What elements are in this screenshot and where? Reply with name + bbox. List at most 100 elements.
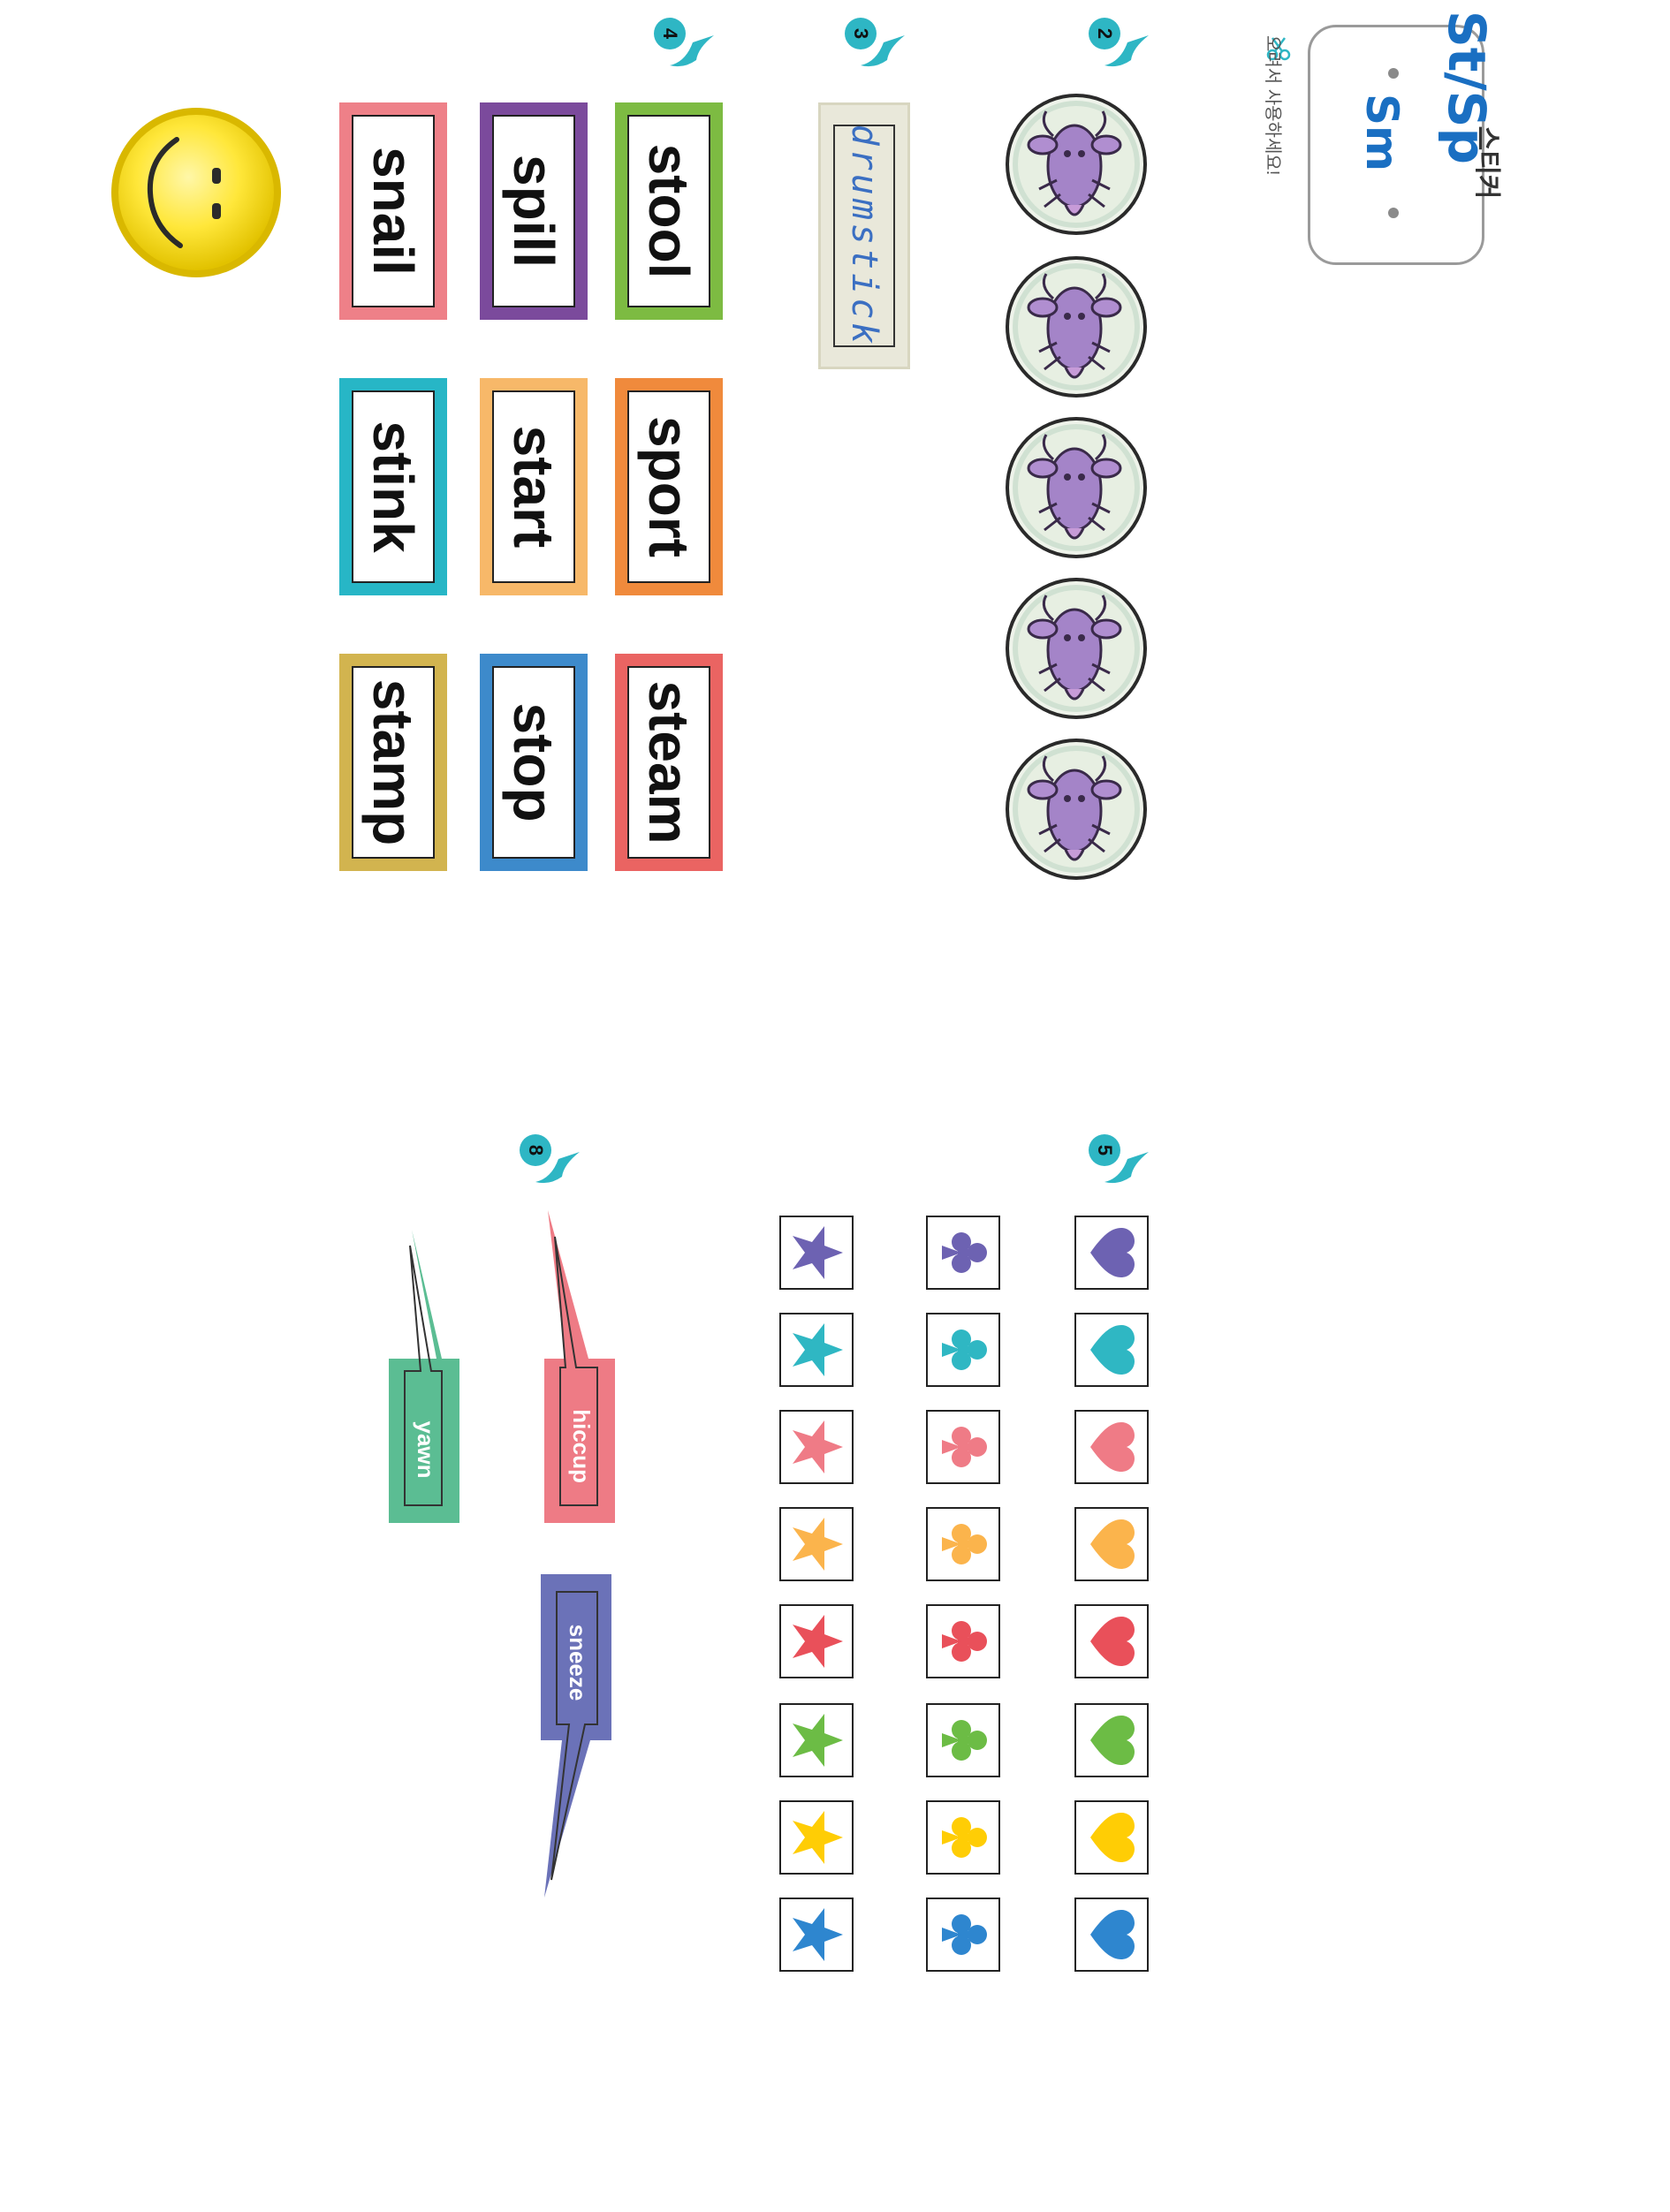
page-title: St/Sp	[1437, 11, 1497, 164]
word-label: stop	[502, 702, 566, 822]
club-sticker[interactable]	[926, 1313, 1000, 1387]
wave-icon	[861, 35, 905, 67]
heart-icon	[1090, 1910, 1135, 1959]
wave-icon	[535, 1152, 580, 1184]
section-marker-4: 4	[654, 18, 714, 67]
club-sticker[interactable]	[926, 1604, 1000, 1678]
star-sticker[interactable]	[779, 1216, 854, 1290]
hiccup-bubble[interactable]	[544, 1210, 615, 1523]
heart-sticker[interactable]	[1074, 1703, 1149, 1777]
word-label: stink	[361, 420, 425, 553]
speech-bubbles	[389, 1210, 615, 1898]
section-marker-2: 2	[1089, 18, 1149, 67]
word-label: stamp	[361, 678, 425, 846]
crawfish-stamp[interactable]	[1004, 254, 1149, 399]
crawfish-stamp[interactable]	[1004, 576, 1149, 721]
wave-icon	[670, 35, 714, 67]
crawfish-stamp[interactable]	[1004, 92, 1149, 237]
tag-dot	[1388, 68, 1399, 79]
heart-sticker[interactable]	[1074, 1898, 1149, 1972]
word-card-frame: stamp	[352, 666, 435, 859]
club-icon	[942, 1914, 987, 1955]
star-icon	[793, 1518, 843, 1571]
star-sticker[interactable]	[779, 1507, 854, 1581]
heart-sticker[interactable]	[1074, 1604, 1149, 1678]
sticker-tag	[1308, 25, 1484, 265]
word-label: spill	[502, 154, 566, 269]
sneeze-label: sneeze	[565, 1624, 591, 1701]
star-icon	[793, 1226, 843, 1279]
club-sticker[interactable]	[926, 1800, 1000, 1875]
wave-icon	[1104, 35, 1149, 67]
scissors-icon	[1266, 37, 1291, 61]
marker-number: 4	[654, 18, 686, 49]
section-marker-5: 5	[1089, 1134, 1149, 1184]
word-label: snail	[361, 147, 425, 276]
heart-icon	[1090, 1813, 1135, 1862]
star-sticker[interactable]	[779, 1898, 854, 1972]
star-icon	[793, 1714, 843, 1767]
marker-number: 8	[520, 1134, 551, 1166]
star-icon	[793, 1420, 843, 1473]
word-card-stool[interactable]: stool	[615, 102, 723, 320]
heart-sticker[interactable]	[1074, 1216, 1149, 1290]
club-sticker[interactable]	[926, 1216, 1000, 1290]
crawfish-stamp[interactable]	[1004, 737, 1149, 882]
drumstick-card[interactable]: drumstick	[818, 102, 910, 369]
word-card-frame: sport	[627, 390, 710, 583]
heart-icon	[1090, 1716, 1135, 1765]
heart-sticker[interactable]	[1074, 1800, 1149, 1875]
star-sticker[interactable]	[779, 1800, 854, 1875]
wave-icon	[1104, 1152, 1149, 1184]
section-marker-8: 8	[520, 1134, 580, 1184]
cut-instruction: 오려서 사용하세요!	[1263, 35, 1282, 176]
club-sticker[interactable]	[926, 1898, 1000, 1972]
word-card-sport[interactable]: sport	[615, 378, 723, 595]
marker-number: 3	[845, 18, 877, 49]
heart-icon	[1090, 1617, 1135, 1666]
crawfish-stamp[interactable]	[1004, 415, 1149, 560]
sneeze-bubble[interactable]	[541, 1574, 611, 1898]
heart-sticker[interactable]	[1074, 1507, 1149, 1581]
smiley-icon[interactable]	[108, 104, 285, 281]
club-icon	[942, 1329, 987, 1370]
yawn-bubble[interactable]	[389, 1230, 459, 1523]
word-card-frame: spill	[492, 115, 575, 307]
word-card-frame: stop	[492, 666, 575, 859]
star-icon	[793, 1323, 843, 1376]
marker-number: 5	[1089, 1134, 1120, 1166]
heart-sticker[interactable]	[1074, 1313, 1149, 1387]
star-icon	[793, 1811, 843, 1864]
word-label: sport	[637, 416, 701, 557]
word-card-steam[interactable]: steam	[615, 654, 723, 871]
word-card-frame: snail	[352, 115, 435, 307]
star-icon	[793, 1615, 843, 1668]
word-card-frame: steam	[627, 666, 710, 859]
word-card-frame: stool	[627, 115, 710, 307]
word-card-snail[interactable]: snail	[339, 102, 447, 320]
heart-sticker[interactable]	[1074, 1410, 1149, 1484]
yawn-label: yawn	[413, 1420, 439, 1479]
word-card-stamp[interactable]: stamp	[339, 654, 447, 871]
word-card-start[interactable]: start	[480, 378, 588, 595]
club-sticker[interactable]	[926, 1410, 1000, 1484]
star-icon	[793, 1908, 843, 1961]
club-icon	[942, 1232, 987, 1273]
word-card-stop[interactable]: stop	[480, 654, 588, 871]
club-sticker[interactable]	[926, 1703, 1000, 1777]
word-label: start	[502, 425, 566, 549]
star-sticker[interactable]	[779, 1604, 854, 1678]
star-sticker[interactable]	[779, 1703, 854, 1777]
star-sticker[interactable]	[779, 1313, 854, 1387]
heart-icon	[1090, 1325, 1135, 1375]
star-sticker[interactable]	[779, 1410, 854, 1484]
word-card-frame: start	[492, 390, 575, 583]
heart-icon	[1090, 1422, 1135, 1472]
club-sticker[interactable]	[926, 1507, 1000, 1581]
drumstick-label: drumstick	[844, 124, 884, 348]
club-icon	[942, 1720, 987, 1761]
word-card-frame: stink	[352, 390, 435, 583]
club-icon	[942, 1524, 987, 1564]
word-card-stink[interactable]: stink	[339, 378, 447, 595]
word-card-spill[interactable]: spill	[480, 102, 588, 320]
